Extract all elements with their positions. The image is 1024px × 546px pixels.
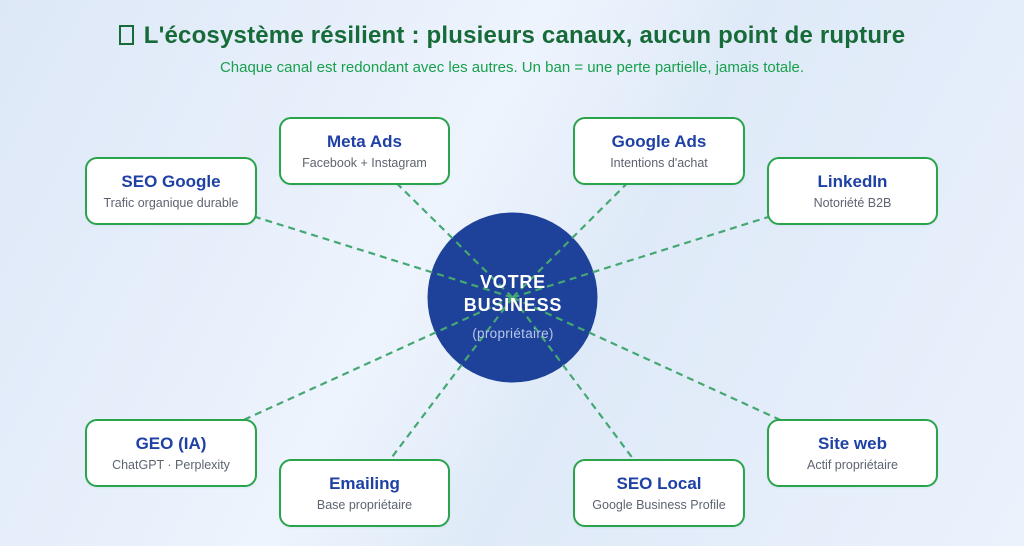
channel-card-geo-ia: GEO (IA) ChatGPT · Perplexity [85, 419, 257, 487]
channel-subtitle: Actif propriétaire [806, 457, 898, 472]
channel-subtitle: Intentions d'achat [610, 155, 708, 170]
channel-card-google-ads: Google Ads Intentions d'achat [573, 117, 745, 185]
channel-card-meta-ads: Meta Ads Facebook + Instagram [279, 117, 450, 185]
channel-card-site-web: Site web Actif propriétaire [767, 419, 938, 487]
channel-card-seo-google: SEO Google Trafic organique durable [85, 157, 257, 225]
channel-title: GEO (IA) [135, 433, 207, 453]
channel-title: Google Ads [611, 131, 707, 151]
channel-title: SEO Google [121, 171, 221, 191]
diagram-header: L'écosystème résilient : plusieurs canau… [0, 0, 1024, 76]
channel-card-seo-local: SEO Local Google Business Profile [573, 459, 745, 527]
connector-site-web [512, 296, 853, 455]
channel-subtitle: Facebook + Instagram [302, 155, 427, 170]
channel-title: Emailing [329, 473, 400, 493]
channel-title: Site web [818, 433, 887, 453]
missing-glyph-icon [118, 25, 134, 45]
connector-seo-local [511, 296, 660, 495]
channel-subtitle: Notoriété B2B [813, 195, 892, 210]
channel-title: SEO Local [616, 473, 702, 493]
channel-title: Meta Ads [327, 131, 402, 151]
channel-title: LinkedIn [817, 171, 888, 191]
channel-subtitle: Google Business Profile [592, 497, 726, 512]
channel-subtitle: ChatGPT · Perplexity [112, 457, 230, 472]
channel-card-linkedin: LinkedIn Notoriété B2B [767, 157, 938, 225]
page-title-text: L'écosystème résilient : plusieurs canau… [143, 22, 906, 49]
page-title: L'écosystème résilient : plusieurs canau… [0, 22, 1024, 50]
channel-card-emailing: Emailing Base propriétaire [279, 459, 450, 527]
channel-subtitle: Base propriétaire [316, 497, 413, 512]
page-subtitle: Chaque canal est redondant avec les autr… [219, 59, 805, 76]
channel-subtitle: Trafic organique durable [103, 195, 239, 210]
